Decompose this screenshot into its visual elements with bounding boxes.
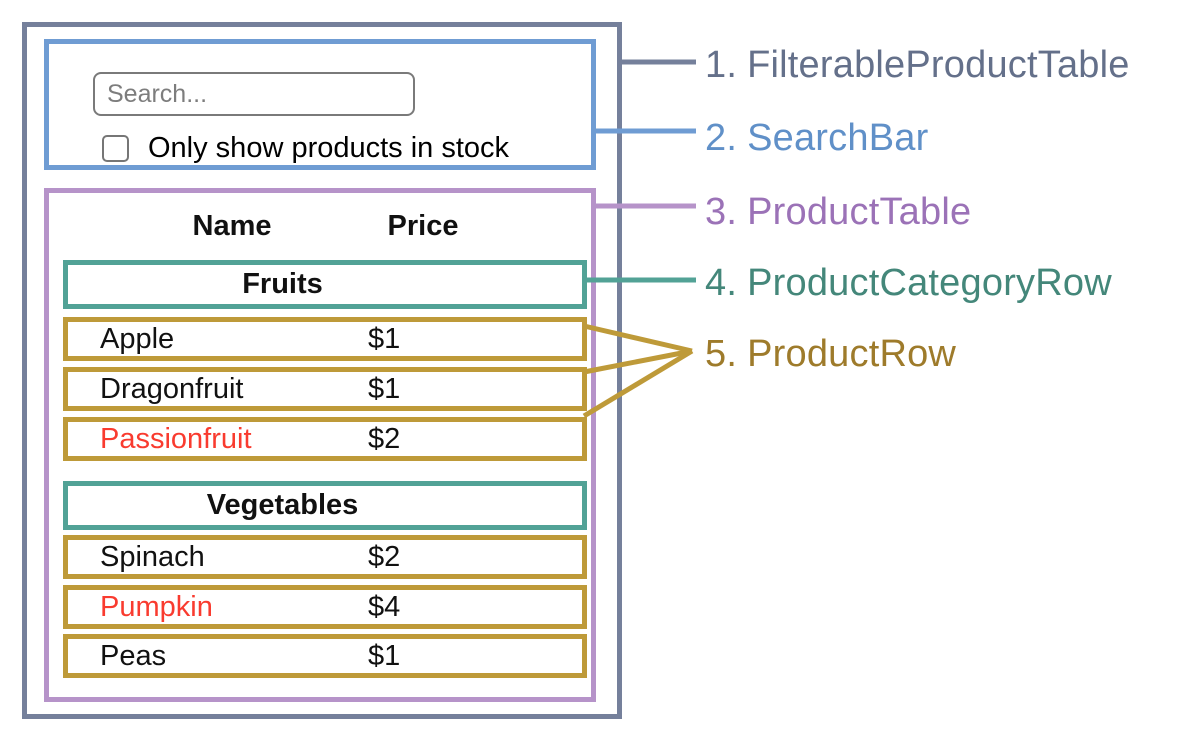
legend-number: 3.: [705, 191, 738, 233]
legend-number: 4.: [705, 262, 738, 304]
legend-name: ProductRow: [747, 333, 957, 375]
column-header-name: Name: [192, 210, 272, 242]
product-row: Dragonfruit $1: [63, 367, 587, 411]
product-price: $1: [368, 640, 401, 672]
legend-number: 1.: [705, 44, 738, 86]
product-category-row: Fruits: [63, 260, 587, 309]
in-stock-checkbox[interactable]: [102, 135, 129, 162]
legend-product-category-row: 4.ProductCategoryRow: [705, 257, 1112, 309]
product-row: Passionfruit $2: [63, 417, 587, 461]
search-bar-box: Only show products in stock: [44, 39, 596, 170]
legend-number: 5.: [705, 333, 738, 375]
legend-name: ProductTable: [747, 191, 972, 233]
column-header-price: Price: [387, 210, 459, 242]
in-stock-checkbox-label: Only show products in stock: [148, 132, 510, 164]
product-price: $2: [368, 541, 401, 573]
product-name: Apple: [100, 323, 175, 355]
product-name: Dragonfruit: [100, 373, 244, 405]
product-price: $1: [368, 323, 401, 355]
product-row: Apple $1: [63, 317, 587, 361]
legend-product-row: 5.ProductRow: [705, 328, 956, 380]
legend-name: FilterableProductTable: [747, 44, 1130, 86]
product-row: Pumpkin $4: [63, 585, 587, 629]
legend-name: ProductCategoryRow: [747, 262, 1112, 304]
legend-product-table: 3.ProductTable: [705, 186, 971, 238]
legend-number: 2.: [705, 117, 738, 159]
legend-name: SearchBar: [747, 117, 929, 159]
product-name: Passionfruit: [100, 423, 252, 455]
product-name: Peas: [100, 640, 167, 672]
product-row: Peas $1: [63, 634, 587, 678]
product-row: Spinach $2: [63, 535, 587, 579]
legend-search-bar: 2.SearchBar: [705, 112, 928, 164]
product-table-box: Name Price Fruits Apple $1 Dragonfruit $…: [44, 188, 596, 702]
product-price: $1: [368, 373, 401, 405]
product-name: Pumpkin: [100, 591, 213, 623]
product-price: $2: [368, 423, 401, 455]
product-name: Spinach: [100, 541, 205, 573]
stock-filter-row: Only show products in stock: [102, 132, 509, 165]
search-input[interactable]: [93, 72, 415, 116]
product-price: $4: [368, 591, 401, 623]
legend-filterable-product-table: 1.FilterableProductTable: [705, 39, 1130, 91]
product-category-row: Vegetables: [63, 481, 587, 530]
